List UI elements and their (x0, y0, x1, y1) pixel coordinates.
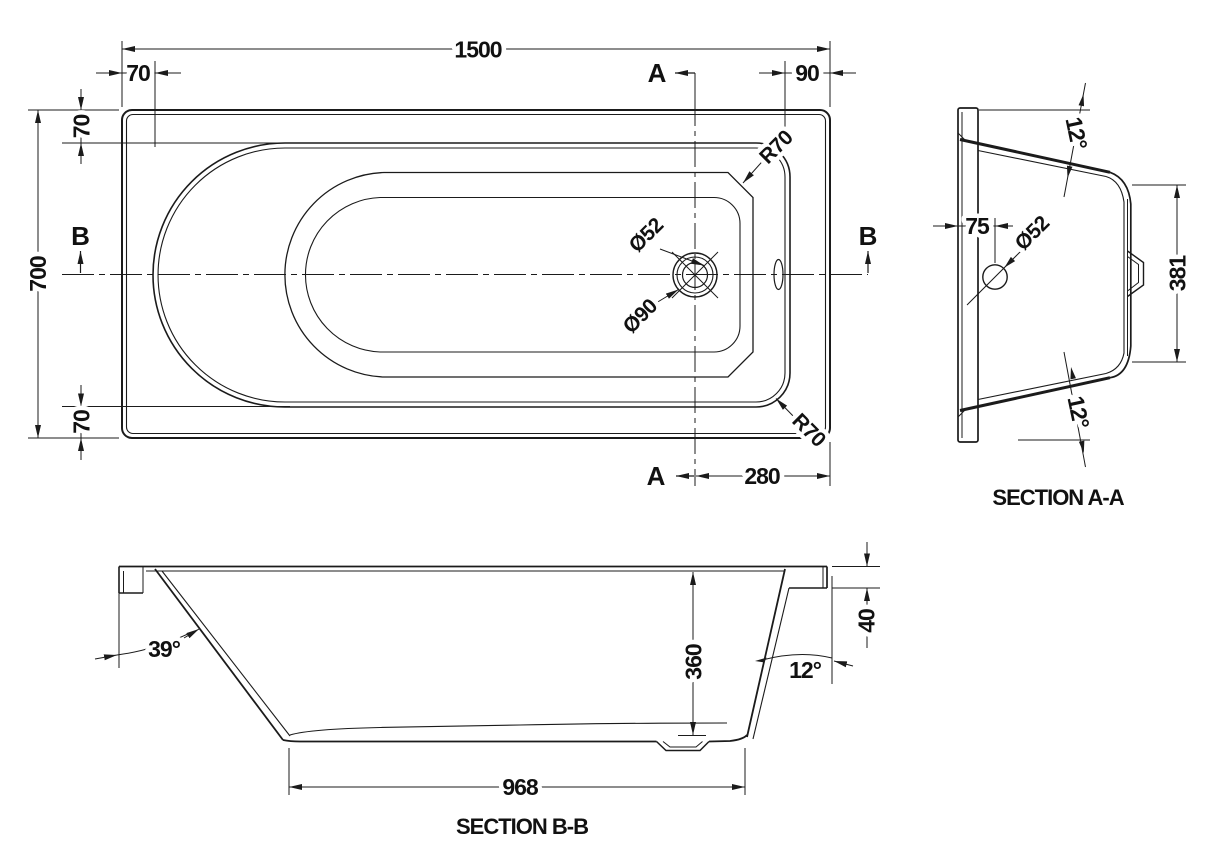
section-marker-a-bottom: A (647, 461, 666, 491)
angle-bottom-aa: 12° (1062, 394, 1094, 431)
drain-waste-callout: Ø52 (625, 214, 668, 257)
waste-outlet-bump (1127, 250, 1145, 298)
drain-dia-callout-aa: Ø52 (1011, 212, 1054, 255)
section-marker-a-top: A (648, 58, 667, 88)
section-bb-view: 39° 360 12° 40 968 SECTION B-B (94, 542, 884, 844)
dim-overall-width: 700 (25, 256, 51, 292)
dim-base-length-bb: 968 (502, 774, 539, 800)
section-bb-title: SECTION B-B (456, 814, 588, 839)
plan-view: 1500 70 90 A 700 7 (21, 32, 882, 496)
angle-slope-bb: 39° (148, 636, 181, 662)
section-marker-b-left: B (71, 221, 90, 251)
dim-rim-bottom: 70 (69, 410, 95, 434)
angle-top-aa: 12° (1060, 115, 1092, 152)
drain-recess-bump (655, 740, 710, 752)
dim-rim-top: 70 (69, 115, 95, 139)
radius-callout-bottom: R70 (787, 409, 829, 451)
section-bb-dimensions: 39° 360 12° 40 968 (94, 542, 884, 805)
dim-drain-center: 75 (965, 213, 990, 239)
dim-depth-bb: 360 (681, 644, 707, 680)
drain-flange-callout: Ø90 (619, 295, 662, 338)
plan-centerlines (62, 73, 868, 486)
section-aa-title: SECTION A-A (992, 485, 1124, 510)
drain-hole-section (982, 264, 1008, 290)
dim-drain-offset: 280 (744, 463, 780, 489)
section-aa-view: Ø52 75 12° 12° 381 SECTION A- (933, 82, 1195, 515)
angle-end-wall-bb: 12° (789, 657, 822, 683)
section-bb-outline (118, 565, 828, 752)
dim-height-aa: 381 (1165, 255, 1191, 292)
section-marker-b-right: B (859, 221, 878, 251)
plan-tub-outline (121, 109, 831, 439)
dim-overflow-offset: 90 (795, 60, 819, 86)
dim-rim-left: 70 (126, 60, 150, 86)
dim-rim-height-bb: 40 (854, 609, 880, 633)
dim-overall-length: 1500 (454, 37, 501, 63)
section-aa-outline (957, 107, 1145, 443)
